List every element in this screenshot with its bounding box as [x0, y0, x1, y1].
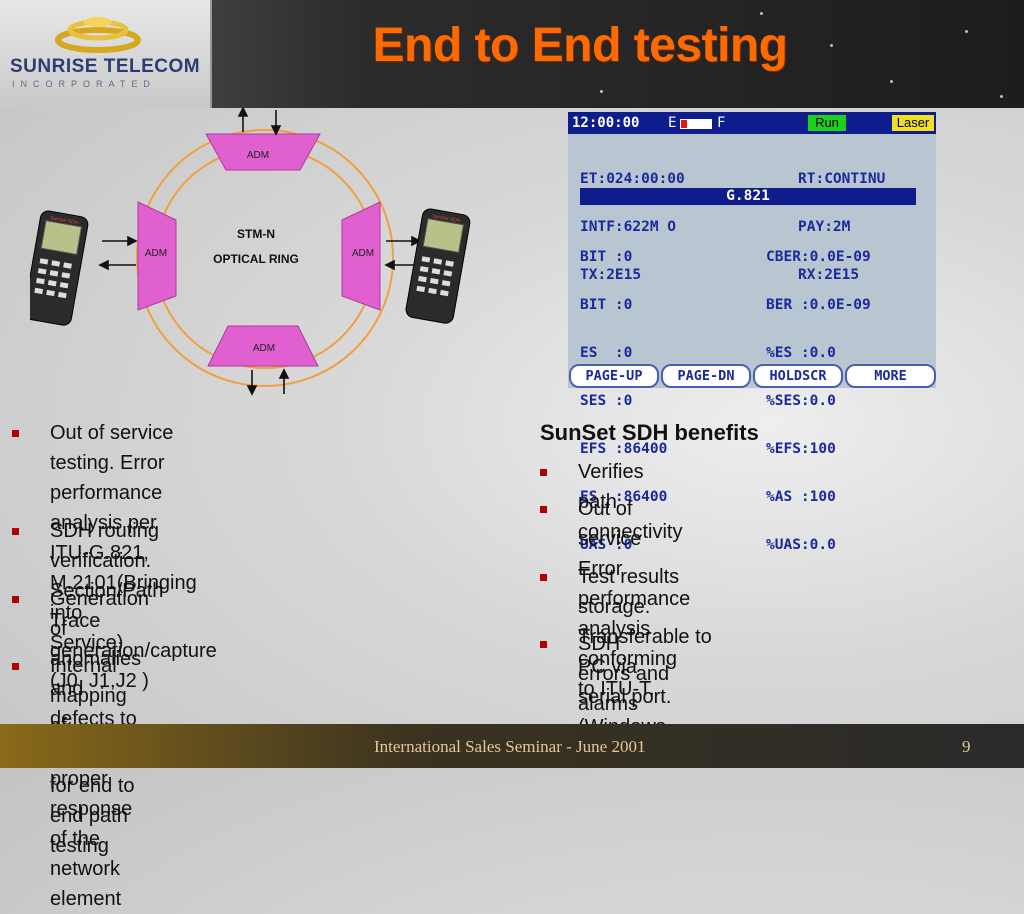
- top-arrows: [237, 108, 282, 136]
- benefits-heading: SunSet SDH benefits: [540, 420, 759, 445]
- result-bit-2: BIT :0: [580, 297, 633, 313]
- result-uas: UAS :0: [580, 537, 633, 553]
- measurement-mode-bar: G.821: [580, 188, 916, 205]
- results-left: BIT :0 BIT :0 ES :0 SES :0 EFS :86400 ES…: [580, 217, 667, 585]
- sun-logo-icon: [55, 17, 141, 53]
- result-efs: EFS :86400: [580, 441, 668, 457]
- slide-title: End to End testing: [372, 19, 788, 72]
- bullet-line: conforming to ITU-T.: [578, 648, 677, 700]
- bullet-line: analysis per ITU-G.821, M.2101(Bringing …: [50, 512, 197, 624]
- info-rt: RT:CONTINU: [798, 171, 886, 187]
- left-arrows: [98, 235, 138, 271]
- bullet-line: Verifies path connectivity: [578, 461, 683, 543]
- page-up-button[interactable]: PAGE-UP: [569, 364, 659, 388]
- bullet-line: Out of service Error performance analysi…: [578, 498, 691, 640]
- battery-icon: [680, 119, 712, 129]
- result-es: ES :0: [580, 345, 633, 361]
- adm-top-label: ADM: [247, 150, 269, 161]
- result-pct-ses: %SES:0.0: [766, 393, 836, 409]
- laser-indicator: Laser: [892, 115, 934, 131]
- more-button[interactable]: MORE: [845, 364, 936, 388]
- ring-label-stm: STM-N: [237, 227, 275, 241]
- result-pct-efs: %EFS:100: [766, 441, 836, 457]
- bottom-arrows: [246, 368, 290, 396]
- bullet-marker-icon: [12, 430, 19, 437]
- adm-right: [341, 201, 381, 311]
- bullet-marker-icon: [540, 574, 547, 581]
- info-right: RT:CONTINU PAY:2M RX:2E15: [798, 139, 885, 315]
- bullet-marker-icon: [540, 469, 547, 476]
- results-right: CBER:0.0E-09 BER :0.0E-09 %ES :0.0 %SES:…: [766, 217, 871, 585]
- device-right-label: SunSet SDH: [432, 213, 461, 224]
- info-et: ET:024:00:00: [580, 171, 685, 187]
- adm-bottom: [207, 325, 319, 367]
- result-cber: CBER:0.0E-09: [766, 249, 871, 265]
- info-tx: TX:2E15: [580, 267, 642, 283]
- result-ses: SES :0: [580, 393, 633, 409]
- bullet-marker-icon: [540, 506, 547, 513]
- bullet-line: testing: [50, 835, 109, 857]
- hold-screen-button[interactable]: HOLDSCR: [753, 364, 843, 388]
- bullet-line: generation/capture (J0, J1,J2 ): [50, 640, 217, 692]
- bullet-marker-icon: [12, 528, 19, 535]
- logo-subtitle: INCORPORATED: [12, 79, 156, 89]
- screen-clock: 12:00:00: [572, 115, 640, 131]
- bullet-marker-icon: [540, 641, 547, 648]
- outer-ring: [136, 129, 394, 387]
- footer-text: International Sales Seminar - June 2001: [374, 737, 646, 756]
- info-pay: PAY:2M: [798, 219, 851, 235]
- adm-bottom-label: ADM: [253, 343, 275, 354]
- info-rx: RX:2E15: [798, 267, 860, 283]
- company-logo: SUNRISE TELECOM INCORPORATED: [0, 0, 212, 108]
- ring-label-optical: OPTICAL RING: [213, 252, 299, 266]
- run-indicator: Run: [808, 115, 846, 131]
- battery-full-label: F: [717, 115, 726, 131]
- result-es-2: ES :86400: [580, 489, 668, 505]
- result-pct-es: %ES :0.0: [766, 345, 836, 361]
- header-bar: SUNRISE TELECOM INCORPORATED End to End …: [0, 0, 1024, 108]
- result-ber: BER :0.0E-09: [766, 297, 871, 313]
- bullet-line: Test results storage. Transferable to PC…: [578, 566, 712, 678]
- sunset-device-left: SunSet SDH: [30, 210, 89, 326]
- page-number: 9: [962, 737, 971, 756]
- device-left-label: SunSet SDH: [50, 215, 79, 226]
- result-pct-uas: %UAS:0.0: [766, 537, 836, 553]
- adm-right-label: ADM: [352, 248, 374, 259]
- bullet-marker-icon: [12, 596, 19, 603]
- result-bit-1: BIT :0: [580, 249, 633, 265]
- result-pct-as: %AS :100: [766, 489, 836, 505]
- bullet-line: Out of service testing. Error performanc…: [50, 422, 174, 504]
- test-set-screen: 12:00:00 E F Run Laser ET:024:00:00 INTF…: [568, 112, 936, 553]
- logo-name: SUNRISE TELECOM: [10, 56, 201, 77]
- bullet-line: Service): [50, 632, 124, 654]
- ring-diagram: ADM ADM ADM ADM STM-N OPTICAL RING SunSe…: [30, 108, 471, 396]
- bullet-marker-icon: [12, 663, 19, 670]
- page-down-button[interactable]: PAGE-DN: [661, 364, 751, 388]
- footer-bar: International Sales Seminar - June 2001 …: [0, 724, 1024, 768]
- battery-empty-label: E: [668, 115, 677, 131]
- adm-top: [205, 133, 321, 171]
- info-intf: INTF:622M O: [580, 219, 677, 235]
- adm-left-label: ADM: [145, 248, 167, 259]
- adm-left: [137, 201, 177, 311]
- screen-status-bar: 12:00:00 E F Run Laser: [568, 112, 936, 134]
- info-left: ET:024:00:00 INTF:622M O TX:2E15: [580, 139, 685, 315]
- sunset-device-right: SunSet SDH: [405, 208, 471, 324]
- bullet-line: SDH routing verification. Section/Path T…: [50, 520, 164, 632]
